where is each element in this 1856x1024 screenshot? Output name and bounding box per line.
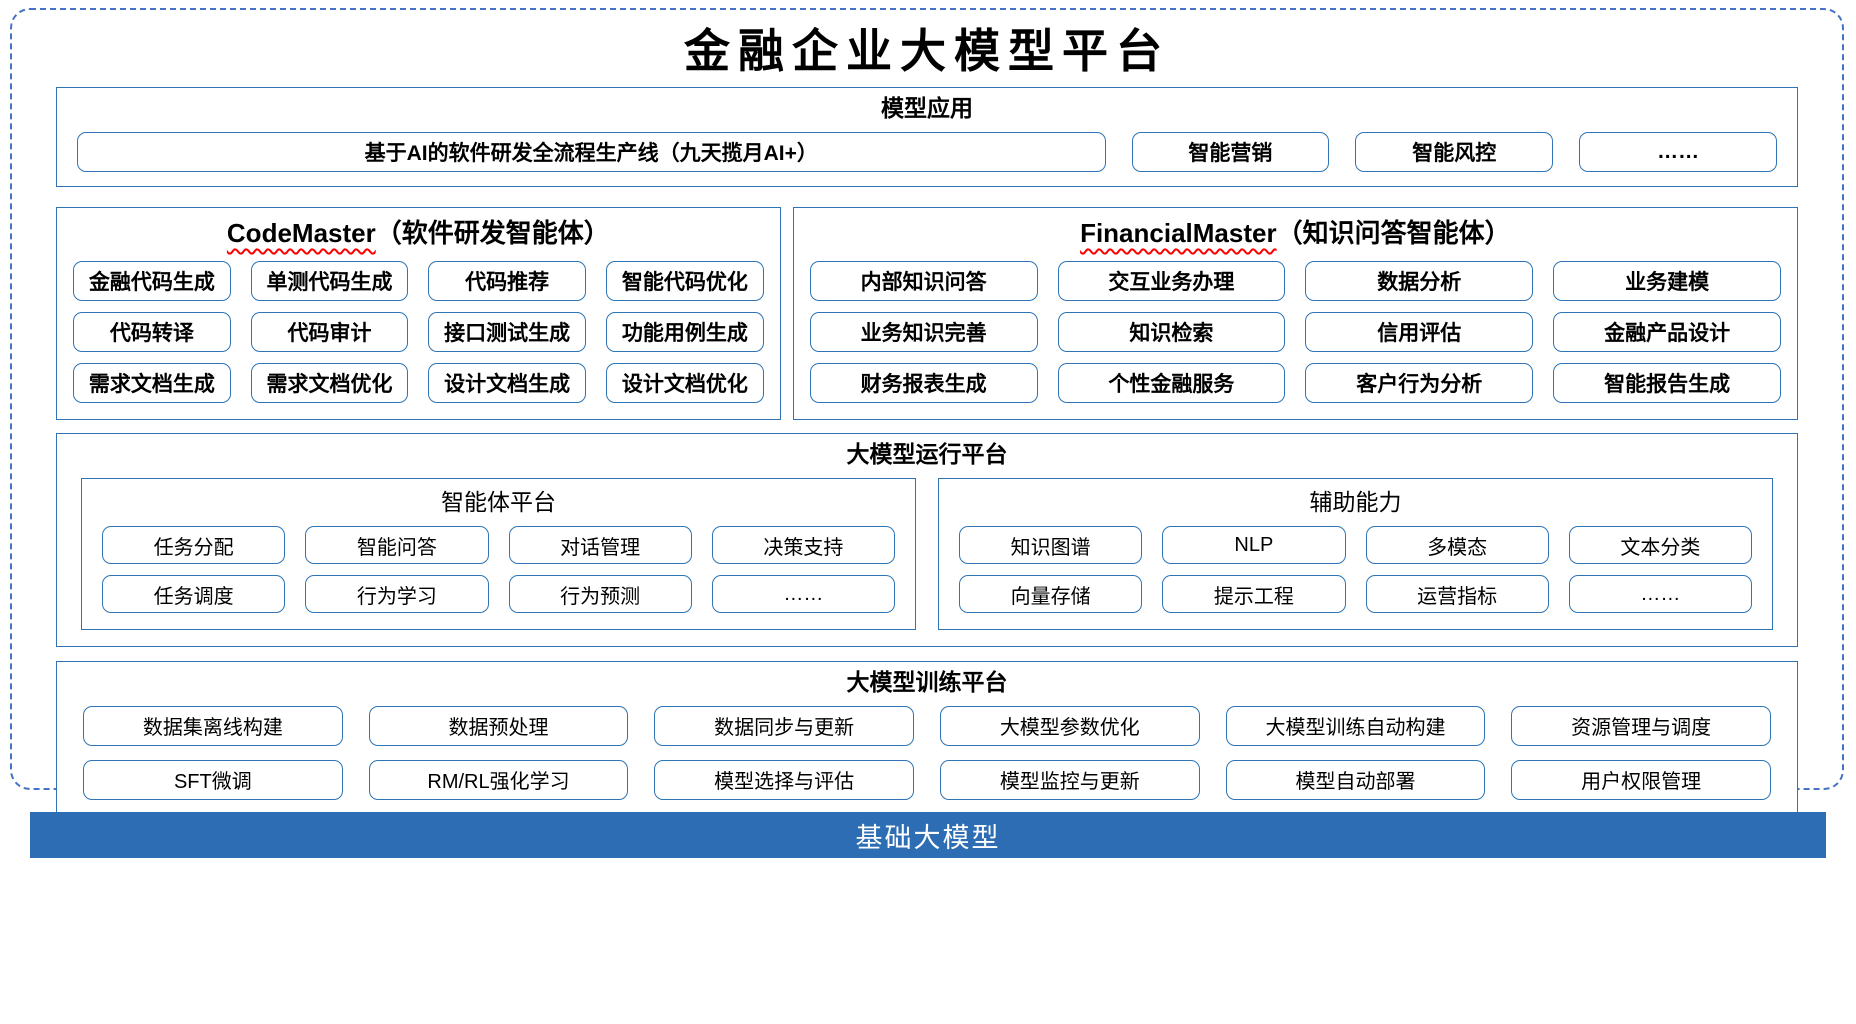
training-capability-box: 用户权限管理 (1511, 759, 1771, 800)
runtime-platform-header: 大模型运行平台 (846, 440, 1008, 467)
agent-platform-box: 任务调度 (102, 575, 286, 614)
financialmaster-capability-box: 内部知识问答 (809, 260, 1038, 301)
codemaster-capability-box: 单测代码生成 (250, 260, 409, 301)
platform-outline-dashed-border: 金融企业大模型平台 模型应用 基于AI的软件研发全流程生产线（九天揽月AI+） … (10, 8, 1844, 819)
training-capability-box: 模型选择与评估 (654, 759, 914, 800)
auxiliary-capability-box: NLP (1162, 526, 1346, 565)
auxiliary-capability-box: 提示工程 (1162, 575, 1346, 614)
section-financialmaster: FinancialMaster（知识问答智能体） 内部知识问答交互业务办理数据分… (792, 206, 1798, 420)
financialmaster-title: FinancialMaster（知识问答智能体） (810, 210, 1781, 261)
codemaster-capability-box: 功能用例生成 (606, 311, 764, 352)
model-application-small-boxes: 智能营销智能风控 …… (1131, 131, 1778, 172)
subsection-auxiliary-capability: 辅助能力 知识图谱 NLP 多模态文本分类向量存储提示工程运营指标 …… (938, 477, 1773, 631)
page-title: 金融企业大模型平台 (684, 24, 1170, 78)
agent-platform-box: …… (711, 575, 895, 614)
section-codemaster: CodeMaster（软件研发智能体） 金融代码生成单测代码生成代码推荐智能代码… (56, 206, 781, 420)
training-capability-box: 数据集离线构建 (83, 705, 343, 746)
codemaster-capability-box: 需求文档生成 (73, 362, 231, 403)
financialmaster-capability-box: 业务建模 (1553, 260, 1781, 301)
financialmaster-capability-box: 财务报表生成 (809, 362, 1038, 403)
training-platform-header: 大模型训练平台 (846, 669, 1008, 696)
agent-platform-box: 任务分配 (102, 526, 286, 565)
training-capability-box: SFT微调 (83, 759, 343, 800)
section-model-application: 模型应用 基于AI的软件研发全流程生产线（九天揽月AI+） 智能营销智能风控 …… (56, 87, 1798, 187)
app-box: 智能风控 (1355, 131, 1554, 172)
codemaster-title: CodeMaster（软件研发智能体） (73, 210, 764, 261)
financialmaster-capability-box: 信用评估 (1305, 311, 1534, 352)
auxiliary-capability-grid: 知识图谱 NLP 多模态文本分类向量存储提示工程运营指标 …… (959, 526, 1752, 614)
app-box: 智能营销 (1131, 131, 1330, 172)
codemaster-capability-box: 代码推荐 (428, 260, 586, 301)
financialmaster-title-en: FinancialMaster (1080, 217, 1277, 248)
codemaster-title-zh: （软件研发智能体） (375, 217, 610, 248)
financialmaster-capability-box: 知识检索 (1057, 311, 1286, 352)
runtime-subpanels-row: 智能体平台 任务分配智能问答对话管理决策支持任务调度行为学习行为预测 …… 辅助能… (81, 477, 1773, 631)
auxiliary-capability-box: 多模态 (1365, 526, 1549, 565)
foundation-model-label: 基础大模型 (855, 822, 1001, 853)
auxiliary-capability-box: …… (1568, 575, 1752, 614)
financialmaster-capability-box: 业务知识完善 (809, 311, 1038, 352)
section-training-platform: 大模型训练平台 数据集离线构建数据预处理数据同步与更新大模型参数优化大模型训练自… (56, 661, 1798, 819)
training-capability-box: 数据预处理 (368, 705, 629, 746)
training-capability-box: 模型监控与更新 (939, 759, 1200, 800)
financialmaster-capability-box: 个性金融服务 (1057, 362, 1286, 403)
training-capability-box: 大模型训练自动构建 (1225, 705, 1486, 746)
codemaster-capability-box: 设计文档生成 (428, 362, 586, 403)
agent-platform-box: 智能问答 (305, 526, 489, 565)
training-capability-box: 数据同步与更新 (654, 705, 914, 746)
app-box-main: 基于AI的软件研发全流程生产线（九天揽月AI+） (77, 131, 1106, 172)
foundation-model-bar: 基础大模型 (30, 812, 1826, 858)
agent-platform-grid: 任务分配智能问答对话管理决策支持任务调度行为学习行为预测 …… (102, 526, 895, 614)
codemaster-capability-box: 智能代码优化 (606, 260, 764, 301)
model-application-row: 基于AI的软件研发全流程生产线（九天揽月AI+） 智能营销智能风控 …… (77, 131, 1778, 172)
model-application-header: 模型应用 (881, 95, 973, 122)
codemaster-capability-grid: 金融代码生成单测代码生成代码推荐智能代码优化代码转译代码审计接口测试生成功能用例… (73, 260, 764, 403)
agent-platform-box: 行为学习 (305, 575, 489, 614)
codemaster-capability-box: 代码审计 (250, 311, 409, 352)
training-capability-box: 资源管理与调度 (1511, 705, 1771, 746)
financialmaster-capability-box: 智能报告生成 (1553, 362, 1781, 403)
financialmaster-capability-grid: 内部知识问答交互业务办理数据分析业务建模业务知识完善知识检索信用评估金融产品设计… (809, 260, 1781, 403)
auxiliary-capability-header: 辅助能力 (1309, 488, 1402, 515)
section-runtime-platform: 大模型运行平台 智能体平台 任务分配智能问答对话管理决策支持任务调度行为学习行为… (56, 432, 1798, 648)
codemaster-capability-box: 接口测试生成 (428, 311, 586, 352)
auxiliary-capability-box: 文本分类 (1568, 526, 1752, 565)
codemaster-capability-box: 需求文档优化 (250, 362, 409, 403)
financialmaster-title-zh: （知识问答智能体） (1276, 217, 1511, 248)
agent-platform-header: 智能体平台 (441, 488, 556, 515)
agent-platform-box: 对话管理 (508, 526, 692, 565)
training-capability-box: 大模型参数优化 (939, 705, 1200, 746)
codemaster-capability-box: 代码转译 (73, 311, 231, 352)
training-platform-grid: 数据集离线构建数据预处理数据同步与更新大模型参数优化大模型训练自动构建资源管理与… (83, 705, 1771, 800)
training-capability-box: 模型自动部署 (1225, 759, 1486, 800)
codemaster-capability-box: 设计文档优化 (606, 362, 764, 403)
agents-row: CodeMaster（软件研发智能体） 金融代码生成单测代码生成代码推荐智能代码… (56, 206, 1798, 420)
financialmaster-capability-box: 客户行为分析 (1305, 362, 1534, 403)
training-capability-box: RM/RL强化学习 (368, 759, 629, 800)
financialmaster-capability-box: 数据分析 (1305, 260, 1534, 301)
auxiliary-capability-box: 知识图谱 (959, 526, 1143, 565)
financialmaster-capability-box: 金融产品设计 (1553, 311, 1781, 352)
auxiliary-capability-box: 运营指标 (1365, 575, 1549, 614)
subsection-agent-platform: 智能体平台 任务分配智能问答对话管理决策支持任务调度行为学习行为预测 …… (81, 477, 916, 631)
financialmaster-capability-box: 交互业务办理 (1057, 260, 1286, 301)
codemaster-capability-box: 金融代码生成 (73, 260, 231, 301)
codemaster-title-en: CodeMaster (226, 217, 376, 248)
agent-platform-box: 决策支持 (711, 526, 895, 565)
auxiliary-capability-box: 向量存储 (959, 575, 1143, 614)
agent-platform-box: 行为预测 (508, 575, 692, 614)
app-box: …… (1579, 131, 1777, 172)
